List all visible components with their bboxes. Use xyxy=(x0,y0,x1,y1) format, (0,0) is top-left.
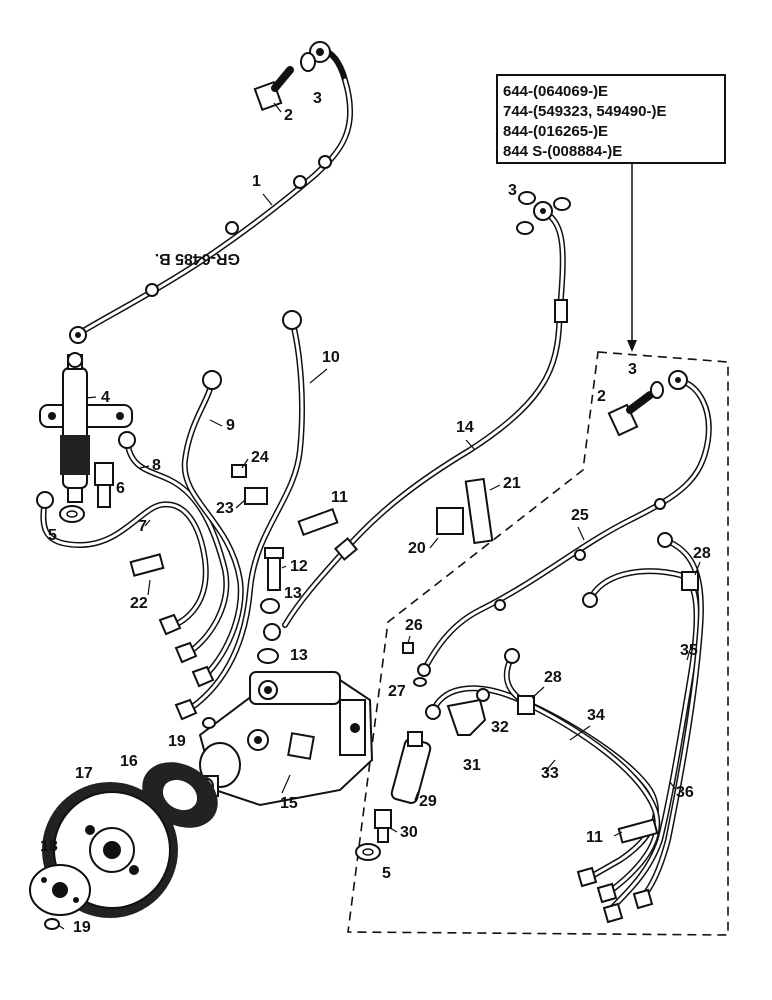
label-14: 14 xyxy=(456,419,474,436)
pipe-marking: GR-6485 B. xyxy=(155,250,240,267)
label-22: 22 xyxy=(130,595,148,612)
clip-11b xyxy=(617,818,659,844)
label-2: 2 xyxy=(284,107,293,124)
label-5: 5 xyxy=(382,865,391,882)
label-19: 19 xyxy=(73,919,91,936)
label-21: 21 xyxy=(503,475,521,492)
clamp-20 xyxy=(436,507,464,535)
label-36: 36 xyxy=(676,784,694,801)
leader-lines xyxy=(57,102,701,930)
label-32: 32 xyxy=(491,719,509,736)
washer-19b xyxy=(44,918,60,930)
leak-off-pipe-14 xyxy=(263,201,568,641)
label-28: 28 xyxy=(544,669,562,686)
label-4: 4 xyxy=(101,389,110,406)
label-33: 33 xyxy=(541,765,559,782)
injection-pump-15 xyxy=(196,671,374,807)
clip-28a xyxy=(681,571,699,591)
sleeve-24 xyxy=(231,464,247,478)
serial-line-2: 744-(549323, 549490-)E xyxy=(503,103,666,120)
label-3: 3 xyxy=(628,361,637,378)
serial-line-3: 844-(016265-)E xyxy=(503,123,608,140)
nozzle-30 xyxy=(374,809,392,843)
label-34: 34 xyxy=(587,707,605,724)
label-26: 26 xyxy=(405,617,423,634)
banjo-bolt-2b xyxy=(607,391,654,437)
washer-32 xyxy=(476,688,490,702)
label-16: 16 xyxy=(120,753,138,770)
label-24: 24 xyxy=(251,449,269,466)
serial-line-1: 644-(064069-)E xyxy=(503,83,608,100)
label-11: 11 xyxy=(331,489,348,506)
label-17: 17 xyxy=(75,765,93,782)
injector-29 xyxy=(390,731,432,804)
bracket-31 xyxy=(446,698,487,736)
label-11: 11 xyxy=(586,829,603,846)
label-31: 31 xyxy=(463,757,481,774)
label-1: 1 xyxy=(252,173,261,190)
label-5: 5 xyxy=(48,527,57,544)
washer-27 xyxy=(413,677,427,687)
label-6: 6 xyxy=(116,480,125,497)
label-13: 13 xyxy=(284,585,302,602)
hub-18 xyxy=(29,864,91,916)
clip-22 xyxy=(129,553,165,577)
label-10: 10 xyxy=(322,349,340,366)
label-35: 35 xyxy=(680,642,698,659)
label-30: 30 xyxy=(400,824,418,841)
washer-3 xyxy=(300,52,316,72)
leak-off-pipe-25 xyxy=(417,370,712,677)
label-8: 8 xyxy=(152,457,161,474)
serial-line-4: 844 S-(008884-)E xyxy=(503,143,622,160)
serial-number-box: 644-(064069-)E 744-(549323, 549490-)E 84… xyxy=(496,74,726,352)
label-3: 3 xyxy=(508,182,517,199)
banjo-bolt-2 xyxy=(253,66,294,112)
label-7: 7 xyxy=(138,518,147,535)
label-15: 15 xyxy=(280,795,298,812)
label-28: 28 xyxy=(693,545,711,562)
callout-labels: 2 3 1 3 3 2 4 10 9 14 24 8 6 23 21 11 7 … xyxy=(40,90,711,936)
label-3: 3 xyxy=(313,90,322,107)
dashed-variant-region xyxy=(347,351,729,936)
clip-23 xyxy=(244,487,268,505)
washer-19 xyxy=(202,717,216,729)
label-27: 27 xyxy=(388,683,406,700)
strap-21 xyxy=(464,477,494,545)
label-19: 19 xyxy=(168,733,186,750)
injection-pipes xyxy=(36,310,305,721)
banjo-bolt-12 xyxy=(264,547,284,591)
label-18: 18 xyxy=(40,838,58,855)
clip-28b xyxy=(517,695,535,715)
label-29: 29 xyxy=(419,793,437,810)
nozzle-6 xyxy=(94,462,114,508)
label-12: 12 xyxy=(290,558,308,575)
label-2: 2 xyxy=(597,388,606,405)
leak-off-pipe-1: GR-6485 B. xyxy=(69,41,354,344)
label-20: 20 xyxy=(408,540,426,557)
screw-26 xyxy=(402,642,414,654)
label-9: 9 xyxy=(226,417,235,434)
label-13: 13 xyxy=(290,647,308,664)
label-25: 25 xyxy=(571,507,589,524)
clip-11 xyxy=(297,507,339,537)
label-23: 23 xyxy=(216,500,234,517)
injector-4 xyxy=(39,352,133,503)
